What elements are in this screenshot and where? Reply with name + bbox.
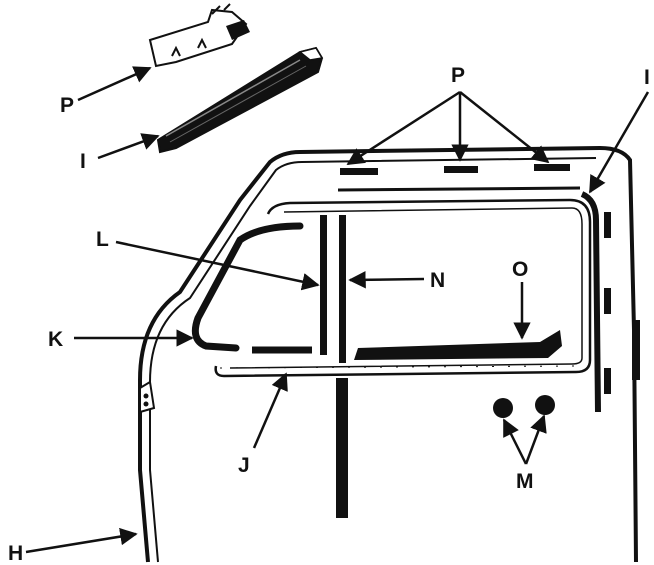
hinge [632, 320, 640, 380]
clip-detail [148, 3, 250, 68]
window-frame-inner [229, 207, 583, 369]
drain-plug-1 [493, 398, 513, 418]
door-inner-edge [149, 157, 597, 563]
leader-lines [25, 66, 650, 554]
label-i-clip: I [80, 150, 86, 173]
division-bar-lower [336, 378, 348, 518]
rear-pad-2 [604, 288, 611, 314]
front-window-channel [191, 222, 304, 352]
division-bar-l [320, 215, 327, 355]
rear-pad-1 [604, 212, 611, 238]
roof-rail-strip [337, 186, 581, 192]
label-n: N [430, 269, 445, 292]
label-i-right: I [644, 66, 650, 89]
rear-pad-3 [604, 368, 611, 394]
drain-plug-2 [535, 395, 555, 415]
label-p-clip: P [60, 94, 74, 117]
label-j: J [238, 454, 250, 477]
roof-clip-1 [340, 168, 378, 175]
label-k: K [48, 328, 63, 351]
door-shell [138, 145, 638, 563]
label-h: H [8, 542, 23, 565]
window-frame-outer [214, 198, 592, 378]
label-m: M [516, 470, 534, 493]
label-p-top: P [451, 64, 465, 87]
label-o: O [512, 258, 528, 281]
rear-window-channel [580, 191, 601, 413]
strip-detail [156, 46, 324, 154]
inner-belt-strip [354, 330, 562, 360]
roof-clip-2 [444, 166, 478, 173]
roof-clip-3 [534, 164, 570, 171]
label-l: L [96, 228, 109, 251]
division-bar-n [339, 215, 346, 363]
